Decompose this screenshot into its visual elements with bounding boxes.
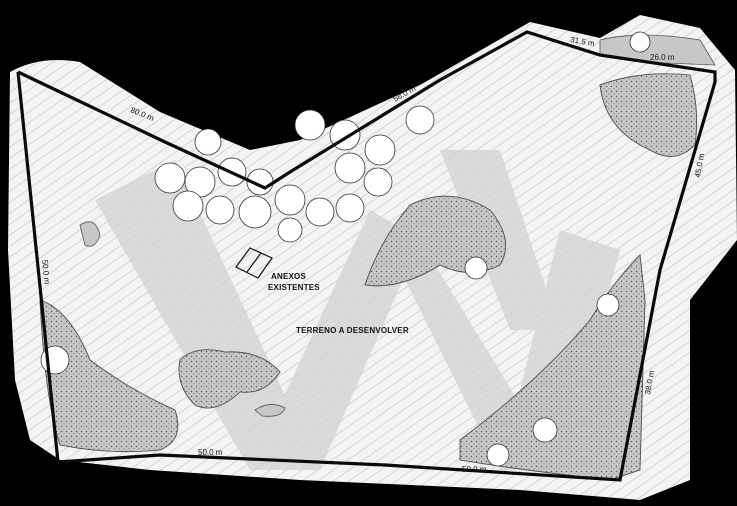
annex-label-line1: ANEXOS [271,272,306,281]
dim-top-right-a: 31.5 m [570,35,596,48]
dim-right-lower: 38.0 m [643,369,656,395]
dim-top-right-b: 26.0 m [650,53,675,62]
dim-bottom-left: 50.0 m [198,448,223,457]
tree-canopies [40,31,651,467]
terrain-label: TERRENO A DESENVOLVER [296,326,409,335]
site-boundary [16,30,717,482]
dim-right-upper: 45.0 m [693,152,706,178]
existing-annexes [235,247,273,279]
dim-left: 50.0 m [40,259,52,285]
dim-bottom-right: 50.0 m [462,465,487,474]
annex-label-line2: EXISTENTES [268,283,320,292]
